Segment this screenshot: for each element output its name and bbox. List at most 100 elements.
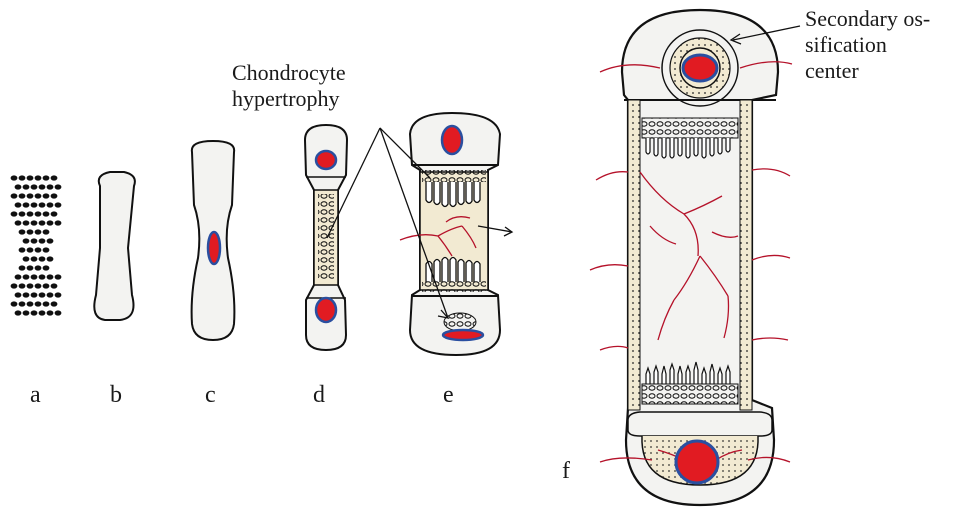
mesenchymal-cell <box>23 256 30 261</box>
stage-d-hypertrophy <box>305 125 347 350</box>
mesenchymal-cell <box>43 283 50 288</box>
mesenchymal-cell <box>55 202 62 207</box>
mesenchymal-cell <box>23 274 30 279</box>
mesenchymal-cell <box>39 256 46 261</box>
mesenchymal-cell <box>43 265 50 270</box>
mesenchymal-cell <box>51 211 58 216</box>
mesenchymal-cell <box>47 256 54 261</box>
mesenchymal-cell <box>51 193 58 198</box>
mesenchymal-cell <box>23 292 30 297</box>
mesenchymal-cell <box>43 211 50 216</box>
mesenchymal-cell <box>43 193 50 198</box>
mesenchymal-cell <box>19 229 26 234</box>
epiphysis-center-top <box>316 151 336 169</box>
mesenchymal-cell <box>19 175 26 180</box>
mesenchymal-cell <box>31 310 38 315</box>
mesenchymal-cell <box>35 175 42 180</box>
mesenchymal-cell <box>27 265 34 270</box>
mesenchymal-cell <box>35 229 42 234</box>
mesenchymal-cell <box>19 301 26 306</box>
mesenchymal-cell <box>55 274 62 279</box>
mesenchymal-cell <box>15 220 22 225</box>
mesenchymal-cell <box>15 310 22 315</box>
stage-f-long-bone <box>590 10 800 505</box>
mesenchymal-cell <box>23 310 30 315</box>
mesenchymal-cell <box>35 211 42 216</box>
mesenchymal-cell <box>31 274 38 279</box>
chondrocyte-hypertrophy-label: Chondrocyte hypertrophy <box>232 60 346 112</box>
hypertrophy-label-line1: Chondrocyte <box>232 60 346 86</box>
mesenchymal-cell <box>19 193 26 198</box>
mesenchymal-cell <box>31 220 38 225</box>
mesenchymal-cell <box>47 220 54 225</box>
stage-label-f: f <box>562 458 570 484</box>
mesenchymal-cell <box>31 184 38 189</box>
mesenchymal-cell <box>47 202 54 207</box>
mesenchymal-cell <box>43 229 50 234</box>
mesenchymal-cell <box>39 310 46 315</box>
mesenchymal-cell <box>19 265 26 270</box>
mesenchymal-cell <box>35 265 42 270</box>
mesenchymal-cell <box>27 283 34 288</box>
mesenchymal-cell <box>27 175 34 180</box>
secondary-label-line2: sification <box>805 32 930 58</box>
mesenchymal-cell <box>47 310 54 315</box>
mesenchymal-cell <box>19 283 26 288</box>
mesenchymal-cell <box>15 274 22 279</box>
secondary-label-line1: Secondary os- <box>805 6 930 32</box>
stage-label-c: c <box>205 382 216 408</box>
epiphysis-center-bottom <box>316 298 336 322</box>
mesenchymal-cell <box>51 283 58 288</box>
mesenchymal-cell <box>31 292 38 297</box>
mesenchymal-cell <box>15 292 22 297</box>
epiphysis-center-top <box>442 126 462 154</box>
mesenchymal-cell <box>11 175 18 180</box>
mesenchymal-cell <box>11 211 18 216</box>
mesenchymal-cell <box>47 238 54 243</box>
mesenchymal-cell <box>23 220 30 225</box>
stage-b-cartilage-model <box>94 172 135 320</box>
mesenchymal-cell <box>27 301 34 306</box>
mesenchymal-cell <box>55 184 62 189</box>
mesenchymal-cell <box>15 202 22 207</box>
mesenchymal-cell <box>47 184 54 189</box>
mesenchymal-cell <box>47 292 54 297</box>
stage-label-b: b <box>110 382 122 408</box>
mesenchymal-cell <box>27 193 34 198</box>
mesenchymal-cell <box>55 220 62 225</box>
stage-a-mesenchymal-condensation <box>11 175 62 315</box>
mesenchymal-cell <box>11 301 18 306</box>
stage-label-d: d <box>313 382 325 408</box>
mesenchymal-cell <box>27 247 34 252</box>
secondary-ossification-center-top <box>683 55 717 81</box>
mesenchymal-cell <box>43 247 50 252</box>
secondary-ossification-center-label: Secondary os- sification center <box>805 6 930 84</box>
primary-ossification-center <box>208 232 220 264</box>
mesenchymal-cell <box>39 184 46 189</box>
mesenchymal-cell <box>39 274 46 279</box>
mesenchymal-cell <box>55 292 62 297</box>
mesenchymal-cell <box>19 247 26 252</box>
mesenchymal-cell <box>39 220 46 225</box>
stage-label-a: a <box>30 382 41 408</box>
mesenchymal-cell <box>39 238 46 243</box>
stage-e-vascular-invasion <box>400 113 512 355</box>
mesenchymal-cell <box>39 202 46 207</box>
mesenchymal-cell <box>51 301 58 306</box>
mesenchymal-cell <box>43 175 50 180</box>
mesenchymal-cell <box>31 256 38 261</box>
hypertrophy-label-line2: hypertrophy <box>232 86 346 112</box>
stage-c-primary-center <box>192 141 235 340</box>
stage-label-e: e <box>443 382 454 408</box>
mesenchymal-cell <box>23 184 30 189</box>
mesenchymal-cell <box>31 238 38 243</box>
secondary-label-line3: center <box>805 58 930 84</box>
secondary-center-forming <box>443 330 483 340</box>
mesenchymal-cell <box>19 211 26 216</box>
mesenchymal-cell <box>39 292 46 297</box>
mesenchymal-cell <box>43 301 50 306</box>
mesenchymal-cell <box>51 175 58 180</box>
mesenchymal-cell <box>35 193 42 198</box>
mesenchymal-cell <box>35 247 42 252</box>
